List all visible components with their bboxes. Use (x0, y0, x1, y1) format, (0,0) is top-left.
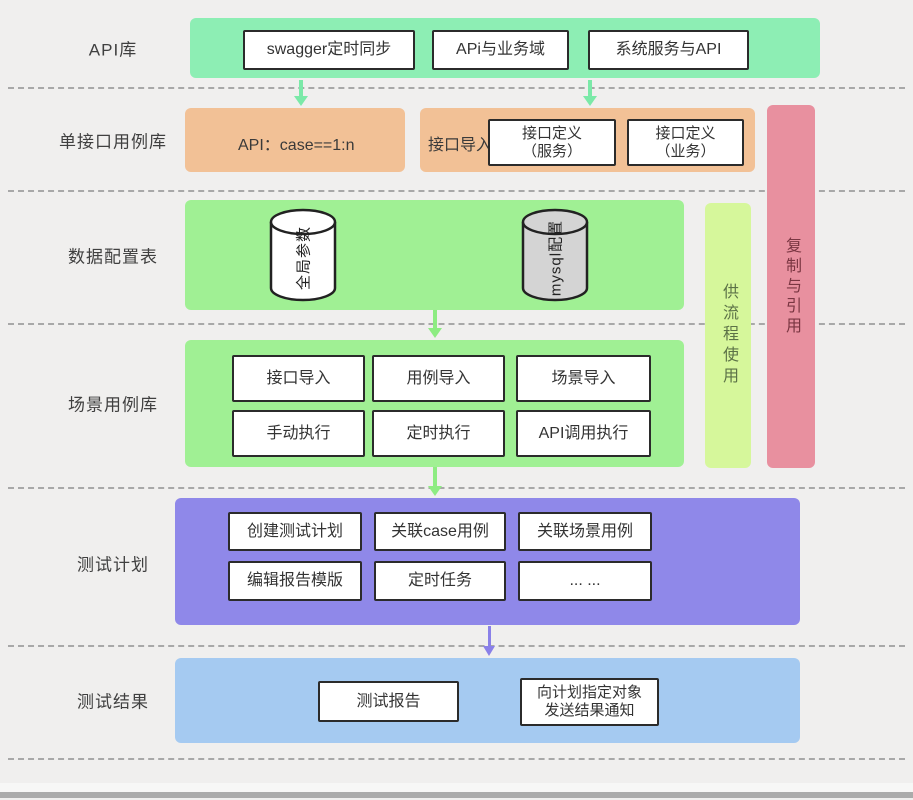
box-case-import: 用例导入 (372, 355, 505, 402)
row-divider (8, 758, 905, 760)
copy-ref-band: 复制与引用 (767, 105, 815, 468)
row-label-data-config: 数据配置表 (68, 247, 158, 267)
row-divider (8, 190, 905, 192)
box-interface-import: 接口导入 (232, 355, 365, 402)
row-divider (8, 323, 905, 325)
cylinder-global-params-label: 全局参数 (295, 225, 313, 290)
cylinder-mysql-config-label: mysql配置 (547, 219, 565, 296)
row-label-scenario: 场景用例库 (68, 395, 158, 415)
row-divider (8, 487, 905, 489)
box-sys-service-api: 系统服务与API (588, 30, 749, 70)
box-interface-def-service: 接口定义 （服务） (488, 119, 616, 166)
api-case-band (185, 108, 405, 172)
box-swagger-sync: swagger定时同步 (243, 30, 415, 70)
notify-line1: 向计划指定对象 (536, 684, 642, 701)
flow-use-band: 供流程使用 (705, 203, 751, 468)
box-interface-def-business: 接口定义 （业务） (627, 119, 744, 166)
interface-def-service-title: 接口定义 (521, 124, 582, 142)
box-create-plan: 创建测试计划 (228, 512, 362, 551)
box-manual-run: 手动执行 (232, 410, 365, 457)
data-config-band (185, 200, 684, 310)
box-edit-report-tpl: 编辑报告模版 (228, 561, 362, 601)
row-label-api-lib: API库 (88, 40, 138, 60)
test-result-band (175, 658, 800, 743)
interface-def-business-sub: （业务） (655, 142, 716, 160)
interface-def-business-title: 接口定义 (655, 124, 716, 142)
row-label-single-case: 单接口用例库 (59, 132, 167, 152)
box-notify-target: 向计划指定对象 发送结果通知 (520, 678, 659, 726)
row-divider (8, 645, 905, 647)
cylinder-global-params: 全局参数 (268, 207, 338, 303)
arrow-plan-to-result (483, 626, 495, 656)
flow-use-label: 供流程使用 (720, 283, 737, 388)
arrow-config-to-scenario (428, 310, 442, 338)
window-bottom-edge (0, 792, 913, 798)
interface-import-label: 接口导入 (428, 137, 493, 154)
box-scheduled-run: 定时执行 (372, 410, 505, 457)
box-scheduled-task: 定时任务 (374, 561, 506, 601)
box-test-report: 测试报告 (318, 681, 459, 722)
box-ellipsis: ... ... (518, 561, 652, 601)
box-link-scenario: 关联场景用例 (518, 512, 652, 551)
box-scenario-import: 场景导入 (516, 355, 651, 402)
api-case-note: API：case==1:n (238, 137, 355, 154)
arrow-swagger-to-case (294, 80, 308, 106)
cylinder-mysql-config: mysql配置 (520, 207, 590, 303)
notify-line2: 发送结果通知 (544, 702, 635, 719)
row-divider (8, 87, 905, 89)
box-api-biz-domain: APi与业务域 (432, 30, 569, 70)
box-api-call-run: API调用执行 (516, 410, 651, 457)
interface-def-service-sub: （服务） (521, 142, 582, 160)
window-bottom-strip (0, 783, 913, 792)
row-label-test-plan: 测试计划 (77, 555, 149, 575)
arrow-sys-to-import (583, 80, 597, 106)
box-link-case: 关联case用例 (374, 512, 506, 551)
copy-ref-label: 复制与引用 (783, 236, 800, 337)
row-label-test-result: 测试结果 (77, 692, 149, 712)
arrow-scenario-to-plan (428, 467, 442, 496)
